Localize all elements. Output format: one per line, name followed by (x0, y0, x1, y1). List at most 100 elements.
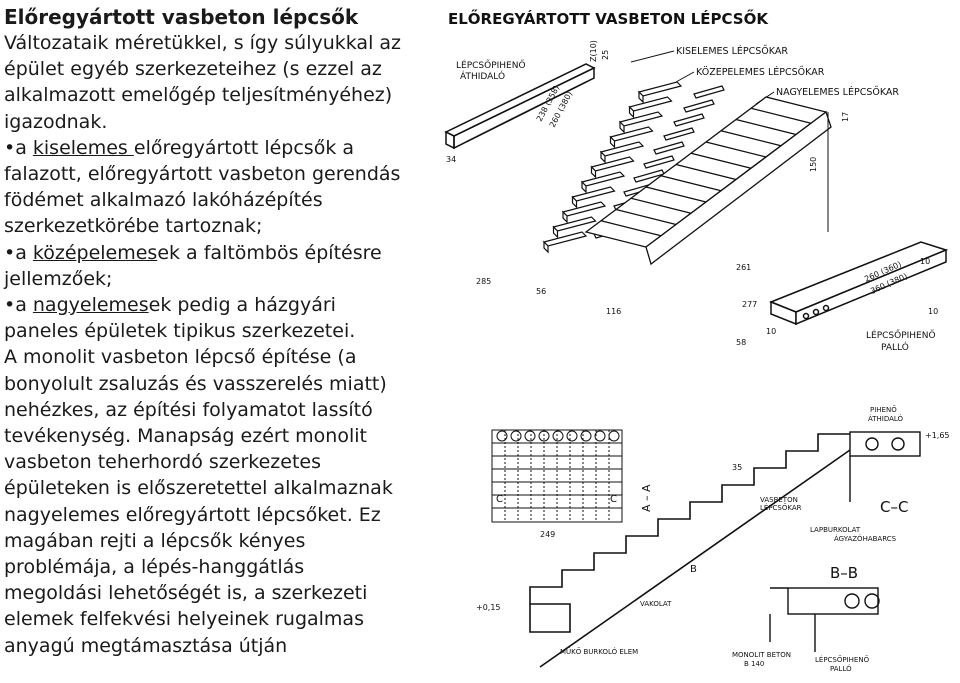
section-a-a: A – A (640, 484, 653, 512)
small-step-side (600, 150, 606, 164)
label-lepcsopiheno: LÉPCSŐPIHENŐ (815, 655, 870, 664)
text-column: Előregyártott vasbeton lépcsők Változata… (4, 4, 456, 659)
dim-25: 25 (601, 50, 610, 60)
small-step-side (571, 195, 578, 209)
drawing-title: ELŐREGYÁRTOTT VASBETON LÉPCSŐK (448, 8, 769, 28)
text-line: épületeken is előszeretettel alkalmaznak (4, 477, 393, 500)
text-line: •a kiselemes előregyártott lépcsők a (4, 135, 456, 161)
text-line: problémája, a lépés-hanggátlás (4, 556, 305, 579)
label-muko-burkolo: MŰKŐ BURKOLÓ ELEM (560, 647, 638, 656)
label-athidalo: ÁTHIDALÓ (868, 414, 904, 423)
small-step (599, 141, 645, 157)
section-b-b-detail (769, 587, 880, 652)
page-title: Előregyártott vasbeton lépcsők (4, 5, 359, 29)
text-span: •a (4, 294, 33, 317)
reinforcement-plan (491, 429, 623, 523)
dim-17: 17 (841, 112, 850, 122)
rebar-mark (524, 430, 536, 442)
underlined-term: középelemes (32, 241, 158, 264)
rebar-mark (496, 430, 508, 442)
large-step-line (630, 197, 692, 214)
mark-c-right: C (610, 494, 617, 505)
small-step (609, 126, 654, 142)
section-b-b: B–B (830, 564, 858, 582)
dim-z10: Z(10) (589, 40, 598, 62)
medium-step (693, 85, 725, 99)
precast-stair-types-drawing: ELŐREGYÁRTOTT VASBETON LÉPCSŐK LÉPCSŐPIH… (444, 8, 949, 353)
large-step-line (705, 141, 767, 158)
medium-step (643, 155, 675, 169)
small-element-stair (542, 81, 683, 254)
medium-step (663, 127, 695, 141)
large-element-stair (584, 96, 832, 266)
small-step (637, 81, 683, 97)
label-lapburkolat: LAPBURKOLAT (810, 526, 861, 534)
dim-261: 261 (736, 263, 751, 272)
label-medium-element: KÖZEPELEMES LÉPCSŐKAR (696, 66, 825, 78)
dim-249: 249 (540, 530, 555, 539)
dim-10-a: 10 (920, 257, 930, 266)
upper-landing (849, 431, 921, 502)
large-step-line (660, 175, 722, 192)
section-c-c: C–C (880, 498, 908, 516)
dim-150: 150 (809, 157, 818, 172)
dim-116: 116 (606, 307, 621, 316)
label-landing-beam-2: ÁTHIDALÓ (460, 70, 505, 82)
text-line: jellemzőek; (4, 267, 113, 290)
label-landing-plate-2: PALLÓ (881, 341, 909, 353)
text-line: födémet alkalmazó lakóházépítés (4, 189, 323, 212)
dim-277: 277 (742, 300, 757, 309)
underlined-term: nagyelemes (32, 294, 149, 317)
label-vakolat: VAKOLAT (640, 600, 672, 608)
rebar-mark (510, 430, 522, 442)
mark-c-left: C (496, 494, 503, 505)
large-step-line (750, 107, 812, 124)
text-span: ek pedig a házgyári (148, 294, 336, 317)
small-step-side (543, 240, 549, 254)
text-line: szerkezetkörébe tartoznak; (4, 215, 263, 238)
text-line: Változataik méretükkel, s így súlyukkal … (4, 32, 402, 54)
large-step-line (735, 118, 797, 136)
label-monolit-beton: MONOLIT BETON (732, 651, 791, 659)
mark-b: B (690, 564, 697, 575)
text-line: falazott, előregyártott vasbeton gerendá… (4, 163, 401, 186)
rebar-mark (594, 430, 606, 442)
label-b140: B 140 (744, 660, 764, 668)
label-landing-beam-1: LÉPCSŐPIHENŐ (456, 59, 526, 71)
small-step (580, 171, 626, 187)
dim-285: 285 (476, 277, 491, 286)
level-plus-165: +1,65 (925, 431, 950, 440)
rebar-mark (538, 430, 550, 442)
stair-section-drawing: C C 249 A – A 35 PIHENŐ ÁTHIDALÓ +1,65 C… (476, 405, 950, 673)
body-text: Változataik méretükkel, s így súlyukkal … (4, 30, 456, 659)
landing-plate (768, 241, 949, 326)
label-agyazohabarcs: ÁGYAZÓHABARCS (834, 534, 897, 543)
dim-56: 56 (536, 287, 546, 296)
medium-step (653, 141, 685, 155)
dim-10-c: 10 (928, 307, 938, 316)
text-line: elemek felfekvési helyeinek rugalmas (4, 608, 364, 631)
label-large-element: NAGYELEMES LÉPCSŐKAR (776, 86, 899, 98)
dim-10-b: 10 (766, 327, 776, 336)
rebar-mark (552, 430, 564, 442)
text-line: bonyolult zsaluzás és vasszerelés miatt) (4, 372, 387, 395)
landing-beam (444, 63, 596, 150)
small-step-side (552, 225, 559, 239)
text-line: alkalmazott emelőgép teljesítményéhez) (4, 84, 393, 107)
label-lepcsokar: LÉPCSŐKAR (760, 503, 802, 512)
text-line: nehézkes, az építési folyamatot lassító (4, 398, 373, 421)
stair-section (529, 433, 851, 668)
medium-step (673, 113, 705, 127)
level-plus-015: +0,15 (476, 603, 501, 612)
large-step-line (645, 186, 707, 203)
rebar-mark (608, 430, 620, 442)
small-step (542, 231, 588, 247)
small-step-side (628, 105, 635, 119)
rebar-mark (580, 430, 592, 442)
dim-34: 34 (446, 155, 456, 164)
small-step-side (609, 135, 616, 149)
large-step-line (615, 208, 677, 226)
small-step (618, 111, 664, 127)
large-step-line (675, 163, 737, 181)
text-line: tevékenység. Manapság ezért monolit (4, 425, 367, 448)
